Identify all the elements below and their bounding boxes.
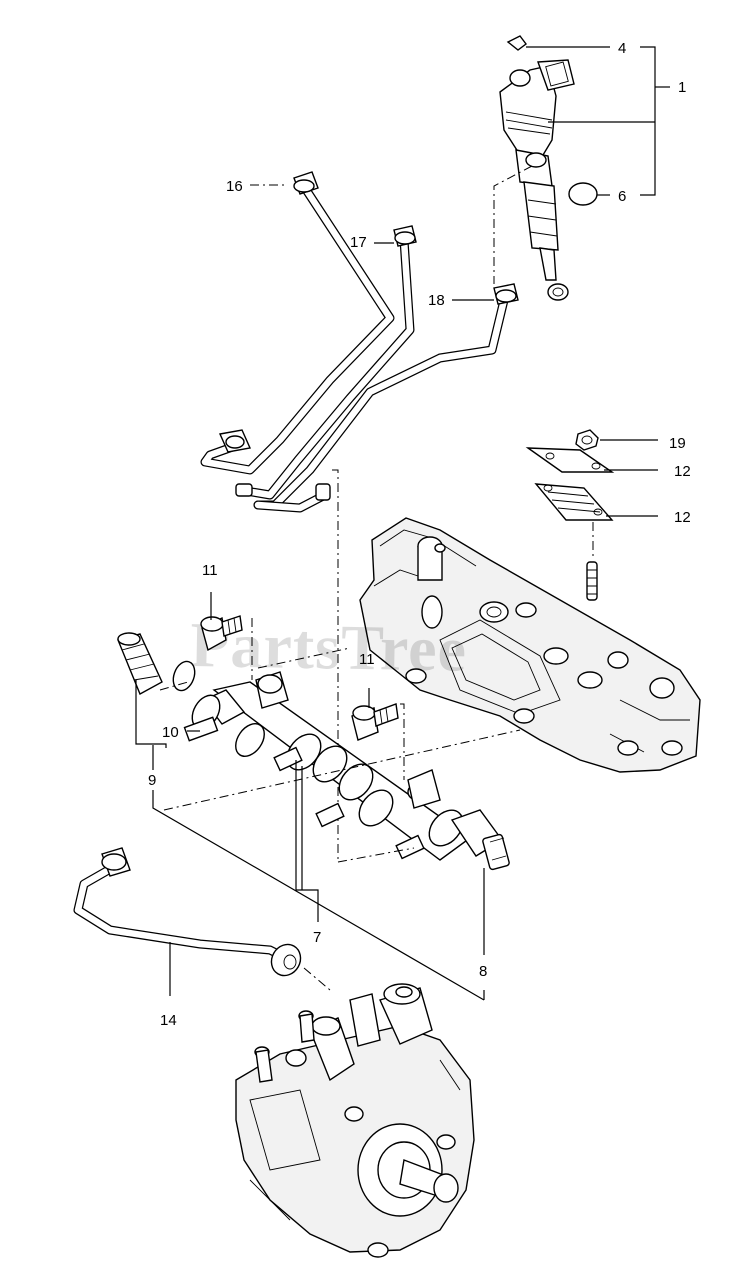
callout-6: 6 bbox=[618, 188, 626, 205]
callout-18: 18 bbox=[428, 292, 445, 309]
callout-9: 9 bbox=[148, 772, 156, 789]
injection-pipes[interactable] bbox=[200, 183, 510, 513]
sealing-washer[interactable] bbox=[568, 182, 598, 206]
cylinder-head bbox=[359, 517, 701, 773]
callout-8: 8 bbox=[479, 963, 487, 980]
callout-11b: 11 bbox=[359, 651, 375, 668]
callout-12b: 12 bbox=[674, 509, 691, 526]
callout-17: 17 bbox=[350, 234, 367, 251]
callout-1: 1 bbox=[678, 79, 686, 96]
bolt-lower[interactable] bbox=[351, 703, 399, 741]
callout-labels: 4 1 6 16 17 18 19 12 12 11 11 10 9 7 8 1… bbox=[148, 40, 691, 1029]
injector[interactable] bbox=[499, 59, 575, 301]
rail-pressure-sensor[interactable] bbox=[450, 809, 510, 871]
o-ring[interactable] bbox=[169, 658, 198, 693]
common-rail[interactable] bbox=[183, 671, 472, 861]
callout-14: 14 bbox=[160, 1012, 177, 1029]
callout-19: 19 bbox=[669, 435, 686, 452]
callout-11a: 11 bbox=[202, 562, 218, 579]
callout-4: 4 bbox=[618, 40, 626, 57]
protective-cap[interactable] bbox=[117, 632, 163, 695]
injector-clip[interactable] bbox=[506, 35, 527, 51]
clamp-assembly[interactable] bbox=[525, 429, 615, 601]
callout-10: 10 bbox=[162, 724, 179, 741]
high-pressure-pump bbox=[235, 983, 475, 1258]
high-pressure-pipe[interactable] bbox=[73, 847, 306, 981]
pipe-nuts bbox=[218, 171, 519, 501]
callout-16: 16 bbox=[226, 178, 243, 195]
bolt-upper[interactable] bbox=[200, 615, 243, 652]
callout-12a: 12 bbox=[674, 463, 691, 480]
callout-7: 7 bbox=[313, 929, 321, 946]
